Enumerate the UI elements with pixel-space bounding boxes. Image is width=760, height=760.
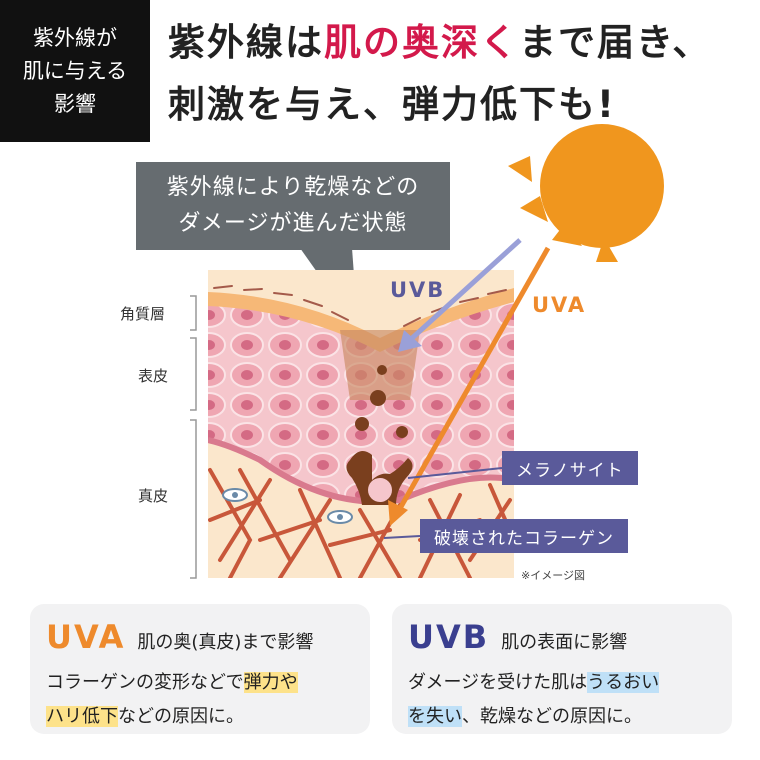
dermis-details	[222, 488, 353, 524]
badge-line: 肌に与える	[22, 58, 128, 83]
uva-text-highlight: 弾力や	[243, 672, 298, 693]
sun-icon	[508, 124, 664, 262]
uva-text-highlight: ハリ低下	[46, 706, 118, 727]
callout-line: 紫外線により乾燥などの	[166, 175, 420, 200]
headline-part: 紫外線は	[168, 21, 324, 64]
headline-part: まで届き、	[519, 21, 712, 64]
layer-label-stratum: 角質層	[120, 305, 166, 323]
callout-line: ダメージが進んだ状態	[178, 211, 408, 236]
headline-highlight: 肌の奥深く	[324, 21, 519, 64]
badge-line: 影響	[54, 91, 96, 116]
uvb-card-text: ダメージを受けた肌はうるおい を失い、乾燥などの原因に。	[408, 666, 716, 734]
uvb-label: UVB	[390, 278, 446, 302]
uva-arrow	[388, 246, 551, 526]
uvb-arrow	[398, 238, 522, 352]
header-badge: 紫外線が 肌に与える 影響	[0, 0, 150, 142]
damage-callout: 紫外線により乾燥などの ダメージが進んだ状態	[136, 162, 450, 250]
uvb-card-subtitle: 肌の表面に影響	[501, 632, 628, 653]
collagen-tag: 破壊されたコラーゲン	[420, 519, 628, 553]
uvb-text-highlight: を失い	[408, 706, 462, 727]
melanocyte-tag: メラノサイト	[502, 451, 638, 485]
stratum-flakes	[213, 285, 507, 327]
melanocyte-cell	[346, 451, 413, 505]
stratum-corneum	[208, 288, 514, 352]
uva-card: UVA 肌の奥(真皮)まで影響 コラーゲンの変形などで弾力や ハリ低下などの原因…	[30, 604, 370, 734]
uvb-card: UVB 肌の表面に影響 ダメージを受けた肌はうるおい を失い、乾燥などの原因に。	[392, 604, 732, 734]
badge-line: 紫外線が	[33, 25, 117, 50]
melanin-spots	[355, 365, 408, 438]
uva-text-part: などの原因に。	[118, 706, 244, 727]
uva-label: UVA	[532, 293, 587, 317]
uvb-text-part: ダメージを受けた肌は	[408, 672, 588, 693]
uva-text-part: コラーゲンの変形などで	[46, 672, 244, 693]
headline: 紫外線は肌の奥深くまで届き、 刺激を与え、弾力低下も!	[168, 12, 711, 136]
uvb-text-highlight: うるおい	[587, 672, 660, 693]
uvb-text-part: 、乾燥などの原因に。	[462, 706, 642, 727]
melanocyte-leader	[407, 467, 503, 479]
headline-line-2: 刺激を与え、弾力低下も!	[168, 83, 616, 126]
uva-card-title: UVA	[46, 618, 126, 656]
layer-brackets	[190, 295, 197, 579]
uvb-card-title: UVB	[408, 618, 490, 656]
basal-line	[208, 437, 514, 505]
uva-card-text: コラーゲンの変形などで弾力や ハリ低下などの原因に。	[46, 666, 354, 734]
layer-label-dermis: 真皮	[138, 487, 169, 505]
collagen-leader	[383, 535, 421, 539]
layer-label-epidermis: 表皮	[138, 367, 169, 385]
image-note: ※イメージ図	[521, 569, 585, 582]
uva-card-subtitle: 肌の奥(真皮)まで影響	[137, 632, 314, 653]
epidermis	[208, 300, 514, 502]
